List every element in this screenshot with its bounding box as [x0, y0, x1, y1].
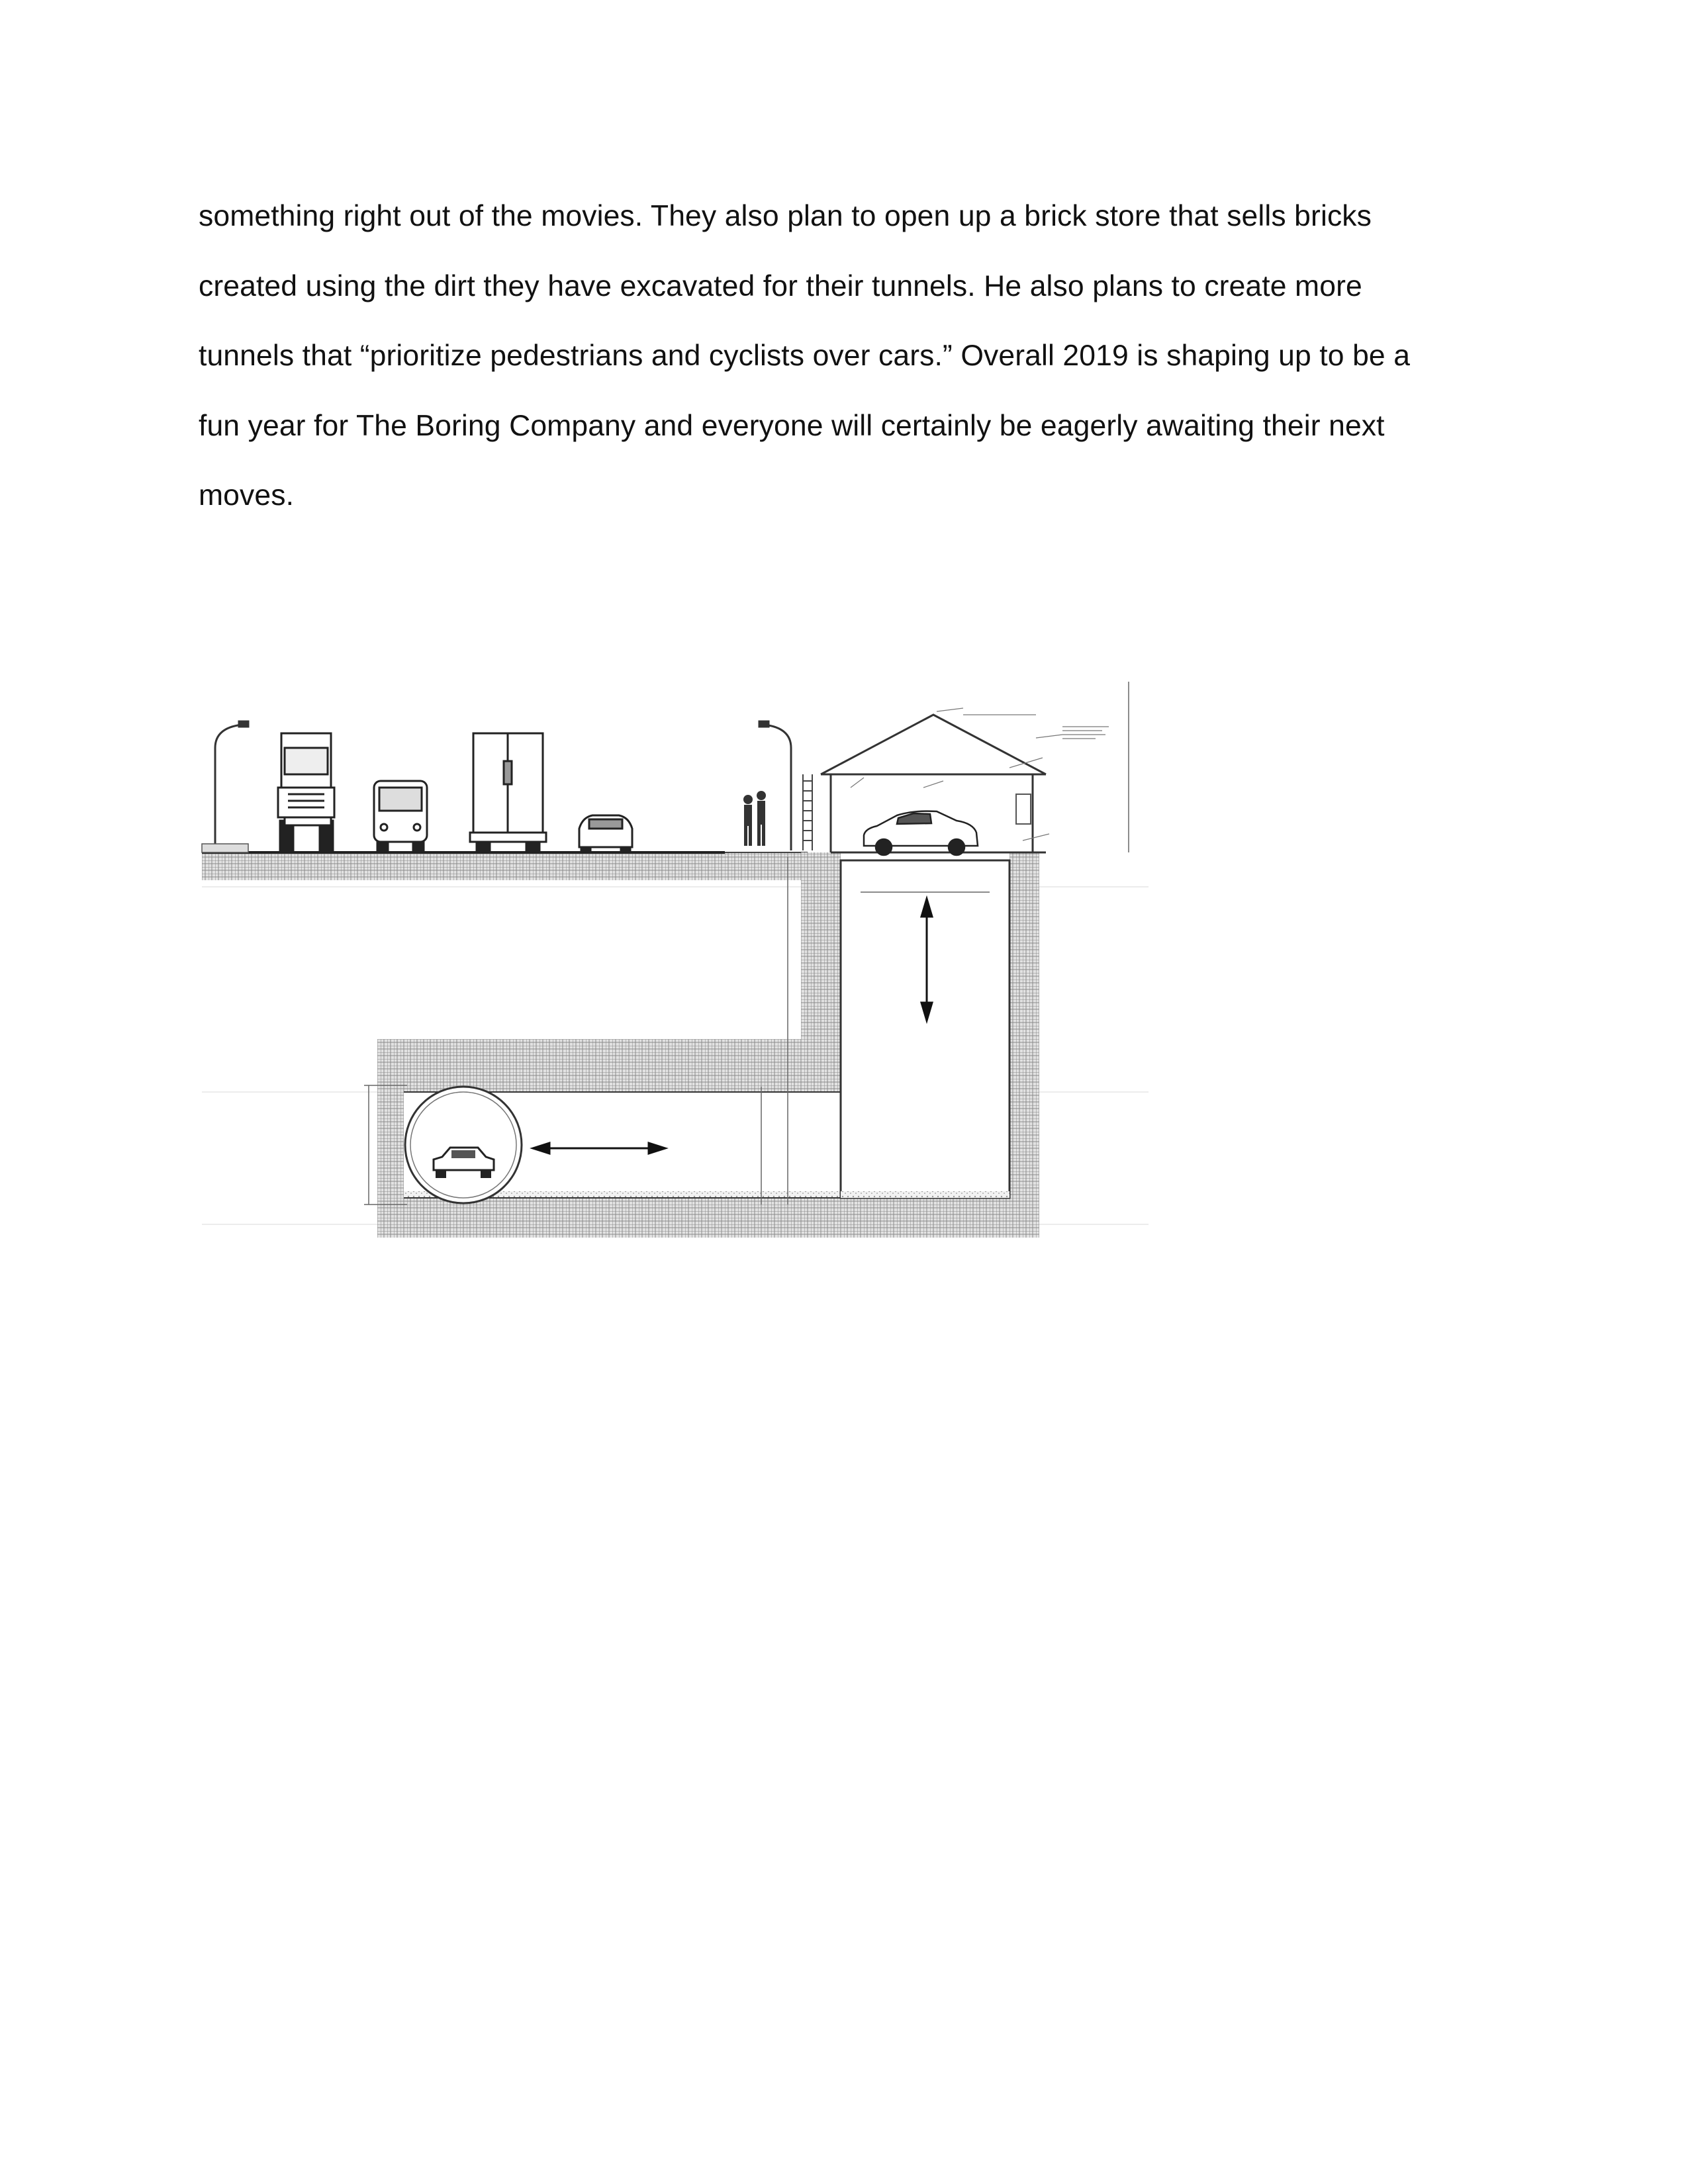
street-ground-slab	[202, 852, 808, 880]
elevator-car-icon	[863, 810, 979, 856]
pedestrians-icon	[743, 791, 766, 846]
annotation-callouts	[850, 707, 1109, 841]
box-truck-icon	[469, 732, 547, 852]
vertical-arrow-icon	[919, 895, 934, 1024]
tunnel-bore-circle	[404, 1085, 523, 1205]
tunnel-end-wall	[377, 1039, 404, 1238]
dimension-lines	[364, 682, 1129, 1205]
bus-icon	[373, 780, 428, 852]
paragraph-line-3: tunnels that “prioritize pedestrians and…	[199, 340, 1411, 372]
semi-truck-icon	[277, 732, 336, 852]
paragraph-line-4: fun year for The Boring Company and ever…	[199, 409, 1385, 442]
car-rear-icon	[578, 814, 633, 854]
street-lamp-left-icon	[214, 720, 250, 850]
tunnel-car-icon	[432, 1146, 495, 1178]
paragraph-line-5: moves.	[199, 479, 295, 512]
shaft-wall-right	[1009, 852, 1039, 1238]
tunnel-top-slab	[377, 1039, 841, 1092]
tunnel-bottom-slab	[377, 1198, 1039, 1238]
paragraph-line-2: created using the dirt they have excavat…	[199, 269, 1362, 302]
street-lamp-right-icon	[758, 720, 792, 850]
garage-structure	[820, 713, 1047, 854]
body-paragraph: something right out of the movies. They …	[199, 187, 1509, 536]
horizontal-arrow-icon	[530, 1141, 669, 1156]
tunnel-gravel-floor	[404, 1191, 841, 1198]
ladder-icon	[802, 774, 813, 850]
tunnel-cross-section-figure	[195, 682, 1168, 1238]
paragraph-line-1: something right out of the movies. They …	[199, 200, 1372, 232]
